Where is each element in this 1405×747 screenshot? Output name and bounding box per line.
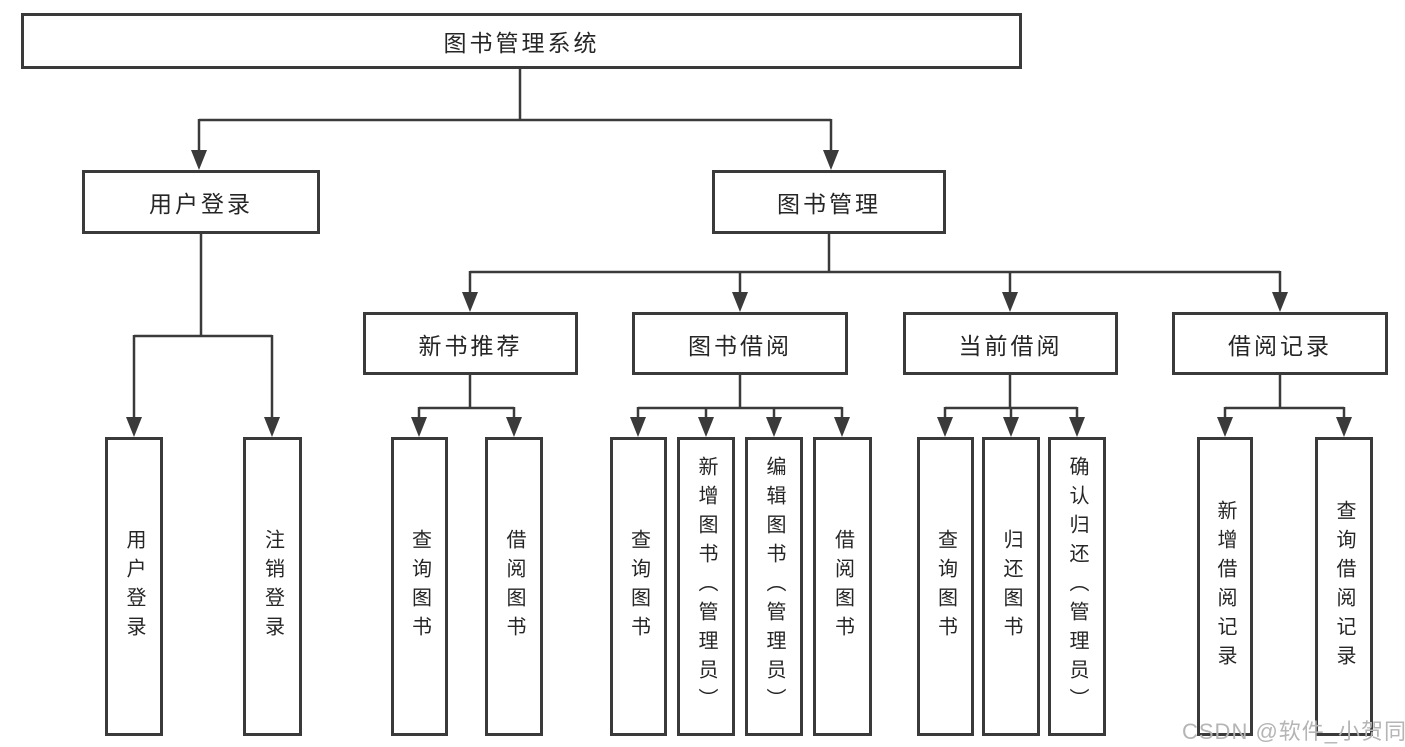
leaf-return-books: 归还图书 — [982, 437, 1040, 736]
leaf-confirm-return-admin: 确认归还（管理员） — [1048, 437, 1106, 736]
connector-bookmgmt-to-level3 — [468, 234, 1282, 294]
leaf-add-borrow-record: 新增借阅记录 — [1197, 437, 1253, 736]
node-library-management-system: 图书管理系统 — [21, 13, 1022, 69]
connector-bookborrow-to-leaves — [636, 375, 844, 419]
leaf-add-books-admin: 新增图书（管理员） — [677, 437, 735, 736]
leaf-query-books-recommend: 查询图书 — [391, 437, 448, 736]
arrowheads — [126, 150, 1352, 437]
node-book-borrowing: 图书借阅 — [632, 312, 848, 375]
leaf-user-login: 用户登录 — [105, 437, 163, 736]
connector-newbook-to-leaves — [417, 375, 516, 419]
node-current-borrowing: 当前借阅 — [903, 312, 1118, 375]
leaf-query-books-borrow: 查询图书 — [610, 437, 667, 736]
connector-borrowrecord-to-leaves — [1223, 375, 1346, 419]
leaf-query-borrow-record: 查询借阅记录 — [1315, 437, 1373, 736]
leaf-borrow-books-recommend: 借阅图书 — [485, 437, 543, 736]
node-book-management: 图书管理 — [712, 170, 946, 234]
connector-root-to-level2 — [197, 69, 833, 152]
node-borrowing-records: 借阅记录 — [1172, 312, 1388, 375]
node-new-book-recommendation: 新书推荐 — [363, 312, 578, 375]
connector-currentborrow-to-leaves — [943, 375, 1079, 419]
node-user-login: 用户登录 — [82, 170, 320, 234]
leaf-borrow-books: 借阅图书 — [813, 437, 872, 736]
connector-userlogin-to-leaves — [132, 234, 274, 419]
leaf-query-books-current: 查询图书 — [917, 437, 974, 736]
csdn-watermark: CSDN @软件_小贺同学 — [1182, 719, 1405, 744]
leaf-logout: 注销登录 — [243, 437, 302, 736]
leaf-edit-books-admin: 编辑图书（管理员） — [745, 437, 803, 736]
